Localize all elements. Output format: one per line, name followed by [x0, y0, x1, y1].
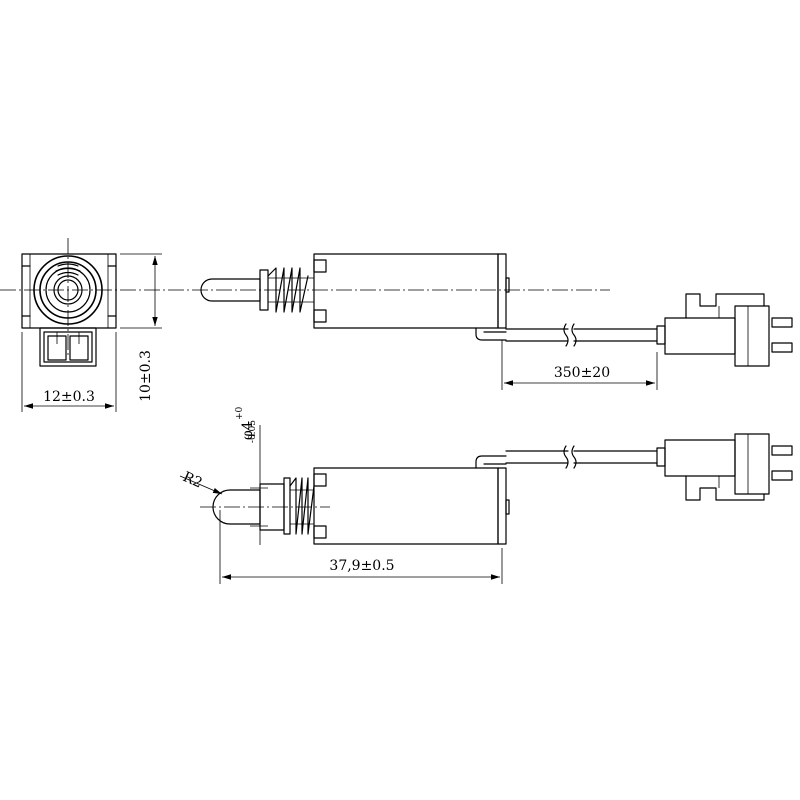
- front-view: [21, 238, 117, 367]
- front-width-label: 12±0.3: [43, 389, 95, 405]
- plunger-diameter-tol-lower: -0.05: [248, 420, 258, 443]
- front-height-dimension: 10±0.3: [120, 253, 162, 402]
- plunger-diameter-label: φ4: [240, 421, 256, 440]
- overall-length-label: 37,9±0.5: [329, 558, 394, 574]
- plunger-diameter-dimension: φ4 +0 -0.05: [235, 406, 268, 545]
- radius-callout: R2: [179, 469, 223, 495]
- side-view-top: [200, 253, 793, 367]
- cable-length-label: 350±20: [554, 365, 610, 381]
- front-height-label: 10±0.3: [138, 350, 154, 402]
- cable-length-dimension: 350±20: [501, 340, 658, 390]
- plunger-diameter-tol-upper: +0: [235, 406, 245, 420]
- overall-length-dimension: 37,9±0.5: [219, 510, 503, 584]
- plunger-radius-label: R2: [180, 469, 204, 492]
- front-width-dimension: 12±0.3: [21, 332, 117, 412]
- side-view-bottom: [212, 433, 793, 545]
